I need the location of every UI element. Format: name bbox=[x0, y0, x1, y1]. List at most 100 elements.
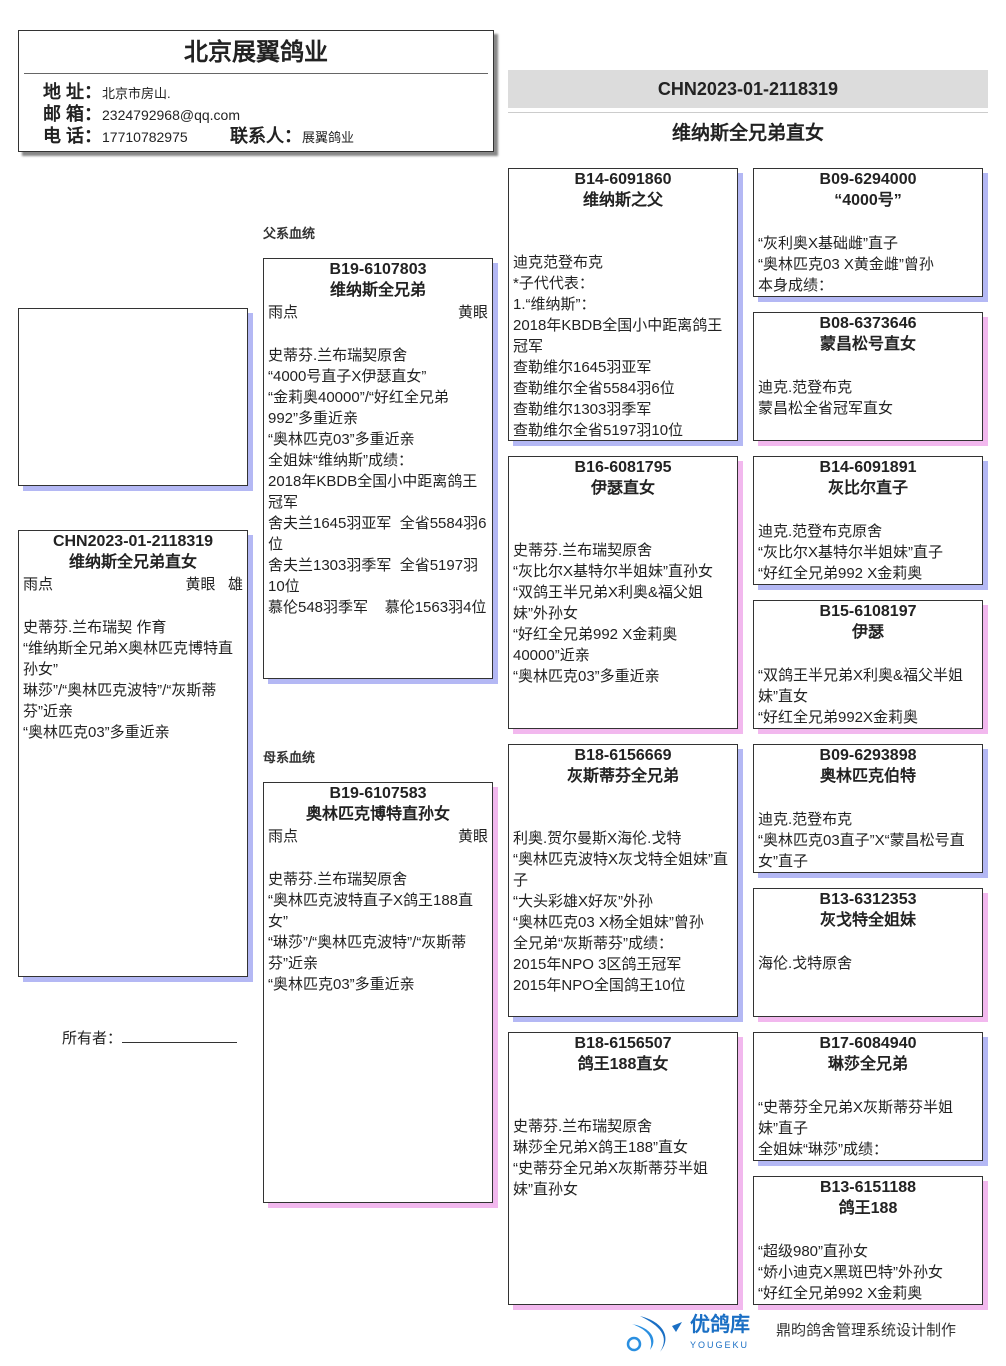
ring-number: B18-6156669 bbox=[574, 747, 672, 764]
ring-number: CHN2023-01-2118319 bbox=[52, 533, 214, 550]
owner-field: 所有者： bbox=[62, 1028, 238, 1049]
ring-number: B09-6294000 bbox=[819, 171, 917, 188]
notes: “双鸽王半兄弟X利奥&福父半姐妹”直女“好红全兄弟992X金莉奥 bbox=[754, 665, 982, 728]
ring-number: B15-6108197 bbox=[819, 603, 917, 620]
note-line: “灰比尔X基特尔半姐妹”直子 bbox=[758, 544, 943, 561]
note-line: 全姐妹“维纳斯”成绩： bbox=[268, 452, 413, 469]
pigeon-name: 灰比尔直子 bbox=[827, 480, 908, 497]
note-line: 琳莎全兄弟X鸽王188”直女 bbox=[513, 1139, 689, 1156]
note-line: 查勒维尔全省5584羽6位 bbox=[513, 380, 675, 397]
ring-number: B13-6151188 bbox=[819, 1179, 917, 1196]
note-line: “双鸽王半兄弟X利奥&福父半姐妹”直女 bbox=[758, 667, 964, 705]
note-line: “金莉奥40000”/“好红全兄弟992”多重近亲 bbox=[268, 389, 449, 427]
notes: 史蒂芬.兰布瑞契原舍“奥林匹克波特直子X鸽王188直女”“琳莎”/“奥林匹克波特… bbox=[264, 869, 492, 995]
note-line: “双鸽王半兄弟X利奥&福父姐妹”外孙女 bbox=[513, 584, 704, 622]
ring-number: B16-6081795 bbox=[574, 459, 672, 476]
dam-card: B19-6107583 奥林匹克博特直孙女 雨点黄眼 史蒂芬.兰布瑞契原舍“奥林… bbox=[263, 782, 493, 1203]
note-line: 利奥.贺尔曼斯X海伦.戈特 bbox=[513, 830, 682, 847]
eye: 黄眼 bbox=[457, 828, 488, 845]
note-line: “奥林匹克03”多重近亲 bbox=[513, 668, 660, 685]
pigeon-name: 维纳斯全兄弟直女 bbox=[68, 554, 197, 571]
subject-ring-banner: CHN2023-01-2118319 bbox=[508, 70, 988, 108]
ring-number: B09-6293898 bbox=[819, 747, 917, 764]
note-line: 舍夫兰1303羽季军 全省5197羽10位 bbox=[268, 557, 479, 595]
ring-number: B14-6091891 bbox=[819, 459, 917, 476]
pigeon-name: 维纳斯之父 bbox=[582, 192, 663, 209]
eye: 黄眼 bbox=[457, 304, 488, 321]
ancestor-card: B15-6108197 伊瑟 “双鸽王半兄弟X利奥&福父半姐妹”直女“好红全兄弟99… bbox=[753, 600, 983, 729]
note-line: 迪克范登布克 bbox=[513, 254, 604, 271]
sire-card: B19-6107803 维纳斯全兄弟 雨点黄眼 史蒂芬.兰布瑞契原舍“4000号… bbox=[263, 258, 493, 679]
logo-subtext: YOUGEKU bbox=[690, 1340, 750, 1350]
notes: 海伦.戈特原舍 bbox=[754, 953, 982, 974]
note-line: “好红全兄弟992 X金莉奥 bbox=[758, 565, 923, 582]
color: 雨点 bbox=[268, 828, 299, 845]
pigeon-name: 维纳斯全兄弟 bbox=[329, 282, 426, 299]
sire-line-label: 父系血统 bbox=[263, 226, 316, 241]
pigeon-name: 伊瑟直女 bbox=[590, 480, 655, 497]
note-line: “奥林匹克波特直子X鸽王188直女” bbox=[268, 892, 474, 930]
ring-number: B14-6091860 bbox=[574, 171, 672, 188]
note-line: *子代代表： bbox=[513, 275, 594, 292]
breeder-header: 北京展翼鸽业 地 址：北京市房山. 邮 箱：2324792968@qq.com … bbox=[18, 30, 494, 152]
owner-label: 所有者： bbox=[62, 1030, 123, 1047]
note-line: “史蒂芬全兄弟X灰斯蒂芬半姐妹”直孙女 bbox=[513, 1160, 709, 1198]
note-line: “灰利奥X基础雌”直子 bbox=[758, 235, 898, 252]
note-line: “奥林匹克03”多重近亲 bbox=[268, 431, 415, 448]
note-line: “奥林匹克波特X灰戈特全姐妹”直子 bbox=[513, 851, 728, 889]
pigeon-name: 蒙昌松号直女 bbox=[819, 336, 916, 353]
credit-text: 鼎昀鸽舍管理系统设计制作 bbox=[776, 1322, 957, 1339]
email-label: 邮 箱： bbox=[43, 104, 103, 124]
note-line: 史蒂芬.兰布瑞契原舍 bbox=[268, 347, 408, 364]
traits: 雨点黄眼 雄 bbox=[19, 574, 247, 596]
subject-card: CHN2023-01-2118319 维纳斯全兄弟直女 雨点黄眼 雄 史蒂芬.兰… bbox=[18, 530, 248, 977]
dam-line-label: 母系血统 bbox=[263, 750, 316, 765]
ring-number: B18-6156507 bbox=[574, 1035, 672, 1052]
company-name: 北京展翼鸽业 bbox=[184, 39, 328, 66]
note-line: 史蒂芬.兰布瑞契 作育 bbox=[23, 619, 167, 636]
note-line: 海伦.戈特原舍 bbox=[758, 955, 853, 972]
note-line: 蒙昌松全省冠军直女 bbox=[758, 400, 894, 417]
notes: “超级980”直孙女“娇小迪克X黑斑巴特”外孙女“好红全兄弟992 X金莉奥 bbox=[754, 1241, 982, 1304]
notes: 迪克.范登布克蒙昌松全省冠军直女 bbox=[754, 377, 982, 419]
phone-value: 17710782975 bbox=[102, 129, 188, 145]
note-line: “琳莎”/“奥林匹克波特”/“灰斯蒂芬”近亲 bbox=[268, 934, 467, 972]
eye: 黄眼 bbox=[185, 576, 216, 593]
note-line: 迪克.范登布克 bbox=[758, 811, 853, 828]
note-line: 查勒维尔1303羽季军 bbox=[513, 401, 652, 418]
note-line: 史蒂芬.兰布瑞契原舍 bbox=[513, 1118, 653, 1135]
ancestor-card: B16-6081795 伊瑟直女史蒂芬.兰布瑞契原舍“灰比尔X基特尔半姐妹”直孙女… bbox=[508, 456, 738, 729]
owner-blank bbox=[122, 1028, 238, 1043]
photo-box bbox=[18, 308, 248, 486]
note-line: 查勒维尔1645羽亚军 bbox=[513, 359, 652, 376]
contact-value: 展翼鸽业 bbox=[302, 130, 355, 145]
note-line: 2015年NPO 3区鸽王冠军 bbox=[513, 956, 682, 973]
logo-text: 优鸽库 bbox=[690, 1314, 750, 1336]
color: 雨点 bbox=[268, 304, 299, 321]
pigeon-name: 奥林匹克博特直孙女 bbox=[305, 806, 450, 823]
sex: 雄 bbox=[227, 576, 243, 593]
note-line: “好红全兄弟992 X金莉奥 bbox=[758, 1285, 923, 1302]
phone-label: 电 话： bbox=[43, 126, 103, 146]
note-line: “4000号直子X伊瑟直女” bbox=[268, 368, 427, 385]
notes: 史蒂芬.兰布瑞契原舍 “4000号直子X伊瑟直女” “金莉奥40000”/“好红全兄… bbox=[264, 345, 492, 618]
subject-name-banner: 维纳斯全兄弟直女 bbox=[671, 123, 824, 144]
note-line: 迪克.范登布克 bbox=[758, 379, 853, 396]
notes: 史蒂芬.兰布瑞契原舍“灰比尔X基特尔半姐妹”直孙女“双鸽王半兄弟X利奥&福父姐妹… bbox=[509, 540, 737, 687]
traits: 雨点 黄眼 bbox=[264, 302, 492, 324]
note-line: “大头彩雄X好灰”外孙 bbox=[513, 893, 653, 910]
note-line: 本身成绩： bbox=[758, 277, 834, 294]
note-line: “奥林匹克03 X黄金雌”曾孙 bbox=[758, 256, 934, 273]
note-line: 舍夫兰1645羽亚军 全省5584羽6位 bbox=[268, 515, 487, 553]
ring-number: B13-6312353 bbox=[819, 891, 917, 908]
pigeon-name: 伊瑟 bbox=[851, 624, 884, 641]
notes: 迪克.范登布克“奥林匹克03直子”X“蒙昌松号直女”直子 bbox=[754, 809, 982, 872]
